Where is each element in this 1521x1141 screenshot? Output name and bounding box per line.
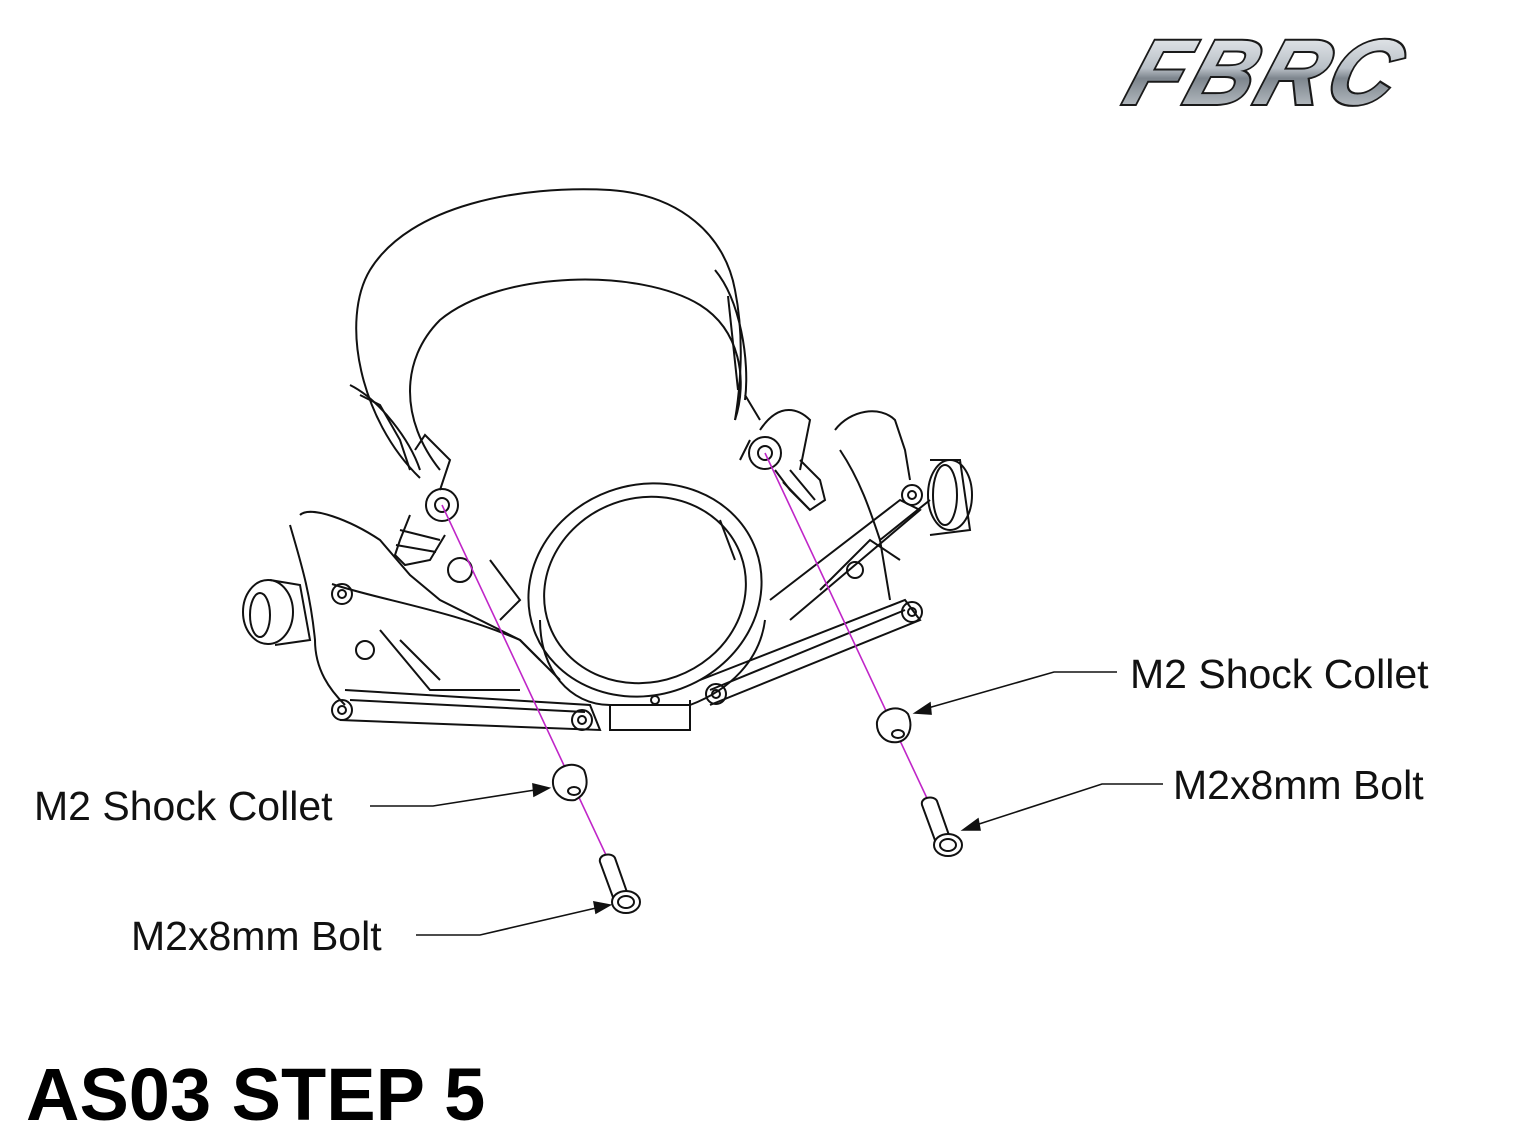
right-collet-label: M2 Shock Collet (1130, 651, 1429, 697)
left-guide-line (441, 504, 629, 903)
fbrc-logo: FBRC (1112, 20, 1421, 126)
left-shock-collet-part (551, 763, 588, 802)
svg-text:FBRC: FBRC (1114, 22, 1419, 124)
left-shock (393, 433, 459, 567)
leader-left-collet (370, 782, 552, 807)
left-suspension-arm (242, 510, 602, 732)
right-bolt-part (920, 796, 963, 857)
left-bolt-part (598, 853, 641, 914)
right-guide-line (764, 452, 949, 844)
right-suspension-arm (699, 409, 973, 706)
leader-right-bolt (960, 783, 1163, 831)
step-title: AS03 STEP 5 (26, 1053, 486, 1136)
right-bolt-label: M2x8mm Bolt (1173, 762, 1424, 808)
left-collet-label: M2 Shock Collet (34, 783, 333, 829)
left-bolt-label: M2x8mm Bolt (131, 913, 382, 959)
right-shock-collet-part (875, 707, 912, 744)
leader-right-collet (912, 671, 1117, 715)
leader-left-bolt (416, 900, 613, 936)
motor-can (349, 188, 748, 479)
ring-mount (527, 482, 766, 731)
right-shock (739, 394, 827, 512)
